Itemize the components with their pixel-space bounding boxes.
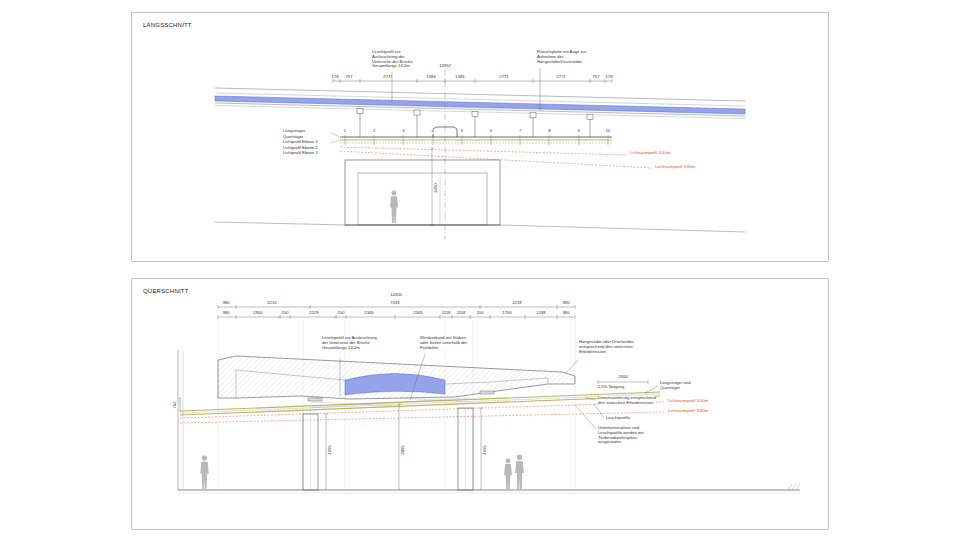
drawing-panel: LÄNGSSCHNITT — [131, 12, 829, 262]
dimension: 1298 — [536, 311, 545, 316]
callout-number: 10 — [605, 129, 610, 134]
dimension: 2771 — [383, 75, 392, 80]
dimension: 757 — [346, 75, 353, 80]
annotation: Längsträger und Querträger — [660, 381, 702, 391]
dimension: 1700 — [502, 311, 511, 316]
part-label: Lichtprofil Ebene 2 — [283, 146, 318, 151]
dimension: 4210 — [267, 301, 276, 306]
dimension: 380 — [223, 311, 230, 316]
annotation: Dimensionierung entsprechend den statisc… — [598, 396, 656, 406]
annotation: Leuchtprofile — [606, 416, 630, 421]
dimension: 200 — [338, 311, 345, 316]
panel-heading: LÄNGSSCHNITT — [143, 22, 192, 28]
clearance-label: Lichtraumprofil 3,50m — [630, 151, 670, 156]
callout-number: 7 — [519, 129, 521, 134]
annotation: Hängestäbe oder Druckstäbe, entsprechend… — [579, 340, 639, 354]
person-figure — [200, 455, 209, 490]
part-label: Lichtprofil Ebene 3 — [283, 140, 318, 145]
dimension: 4218 — [512, 301, 521, 306]
part-label: Lichtprofil Ebene 1 — [283, 151, 318, 156]
annotation: Leuchtprofil zur Ausleuchtung der Unters… — [372, 50, 420, 69]
dimension: 380 — [223, 301, 230, 306]
dimension: 2345 — [364, 311, 373, 316]
dimension: 7018 — [390, 301, 399, 306]
dimension: 380 — [563, 311, 570, 316]
annotation: Leuchtprofil zur Ausleuchtung der Unters… — [322, 336, 377, 350]
dimension: 2900 — [253, 311, 262, 316]
dimension: 2229 — [309, 311, 318, 316]
dimension: 2771 — [556, 75, 565, 80]
dimension: 2771 — [499, 75, 508, 80]
cross-section — [178, 305, 800, 493]
callout-number: 2 — [373, 129, 375, 134]
dimension: 178 — [332, 75, 339, 80]
callout-number: 1 — [344, 129, 346, 134]
long-section — [215, 68, 745, 240]
person-figure — [515, 454, 524, 490]
annotation: 2,5% Neigung — [598, 385, 624, 390]
annotation: Unterkonstruktion und Leuchtprofile werd… — [598, 426, 658, 445]
dimension: 4295 — [483, 445, 488, 454]
dimension: 1118 — [442, 311, 451, 316]
dimension: 4295 — [328, 445, 333, 454]
dimension: 1384 — [426, 75, 435, 80]
dimension: 1385 — [455, 75, 464, 80]
dimension: 178 — [606, 75, 613, 80]
dimension: 14300 — [390, 293, 402, 298]
part-label: Längsträger — [283, 129, 305, 134]
callout-number: 6 — [490, 129, 492, 134]
callout-number: 9 — [577, 129, 579, 134]
dimension: 380 — [563, 301, 570, 306]
dimension: 12952 — [439, 64, 451, 69]
callout-number: 5 — [461, 129, 463, 134]
callout-number: 3 — [402, 129, 404, 134]
dimension: 762 — [173, 402, 178, 409]
panel-heading: QUERSCHNITT — [143, 288, 189, 294]
clearance-label: Lichtraumprofil 3,80m — [655, 165, 695, 170]
dimension: 2600 — [618, 375, 627, 380]
part-label: Querträger — [283, 135, 303, 140]
annotation: Flanschplatte mit Auge zur Aufnahme der … — [537, 50, 587, 64]
dimension: 3855 — [401, 445, 406, 454]
dimension: 1118 — [457, 311, 466, 316]
dimension: 200 — [477, 311, 484, 316]
person-figure — [390, 190, 398, 223]
callout-number: 4 — [431, 129, 433, 134]
dimension: 2345 — [413, 311, 422, 316]
callout-number: 8 — [548, 129, 550, 134]
dimension: 3450 — [434, 183, 439, 192]
dimension: 757 — [593, 75, 600, 80]
clearance-label: Lichtraumprofil 3,80m — [668, 409, 708, 414]
person-figure — [504, 458, 512, 490]
clearance-label: Lichtraumprofil 3,50m — [668, 399, 708, 404]
annotation: Windverband mit Stäben oder Seilen unter… — [420, 336, 470, 350]
dimension: 200 — [282, 311, 289, 316]
